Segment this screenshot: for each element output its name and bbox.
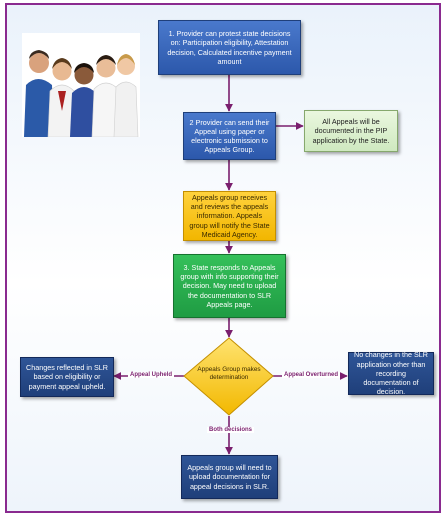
step-3-text: 3. State responds to Appeals group with … [180,262,279,309]
final-step-text: Appeals group will need to upload docume… [187,463,272,491]
edge-label-overturned: Appeal Overturned [282,372,341,378]
decision-text: Appeals Group makes determination [197,366,261,381]
appeals-receives-box: Appeals group receives and reviews the a… [183,191,276,241]
healthcare-team-photo [22,33,140,137]
edge-label-upheld: Appeal Upheld [128,372,175,378]
overturned-result-text: No changes in the SLR application other … [354,350,428,397]
step-2-box: 2 Provider can send their Appeal using p… [183,112,276,160]
person-1 [24,50,54,137]
upheld-result-text: Changes reflected in SLR based on eligib… [26,363,108,391]
appeals-receives-text: Appeals group receives and reviews the a… [189,192,270,239]
person-2 [47,58,77,137]
step-1-text: 1. Provider can protest state decisions … [167,29,292,66]
pip-note-text: All Appeals will be documented in the PI… [312,117,390,145]
decision-diamond [183,337,274,416]
final-step-box: Appeals group will need to upload docume… [181,455,278,499]
step-1-box: 1. Provider can protest state decisions … [158,20,301,75]
person-5 [113,54,139,137]
person-4 [91,55,121,137]
upheld-result-box: Changes reflected in SLR based on eligib… [20,357,114,397]
overturned-result-box: No changes in the SLR application other … [348,350,434,397]
person-3 [70,63,98,137]
pip-note-box: All Appeals will be documented in the PI… [304,110,398,152]
edge-label-both: Both decisions [207,427,255,433]
step-2-text: 2 Provider can send their Appeal using p… [189,117,270,155]
step-3-box: 3. State responds to Appeals group with … [173,254,286,318]
